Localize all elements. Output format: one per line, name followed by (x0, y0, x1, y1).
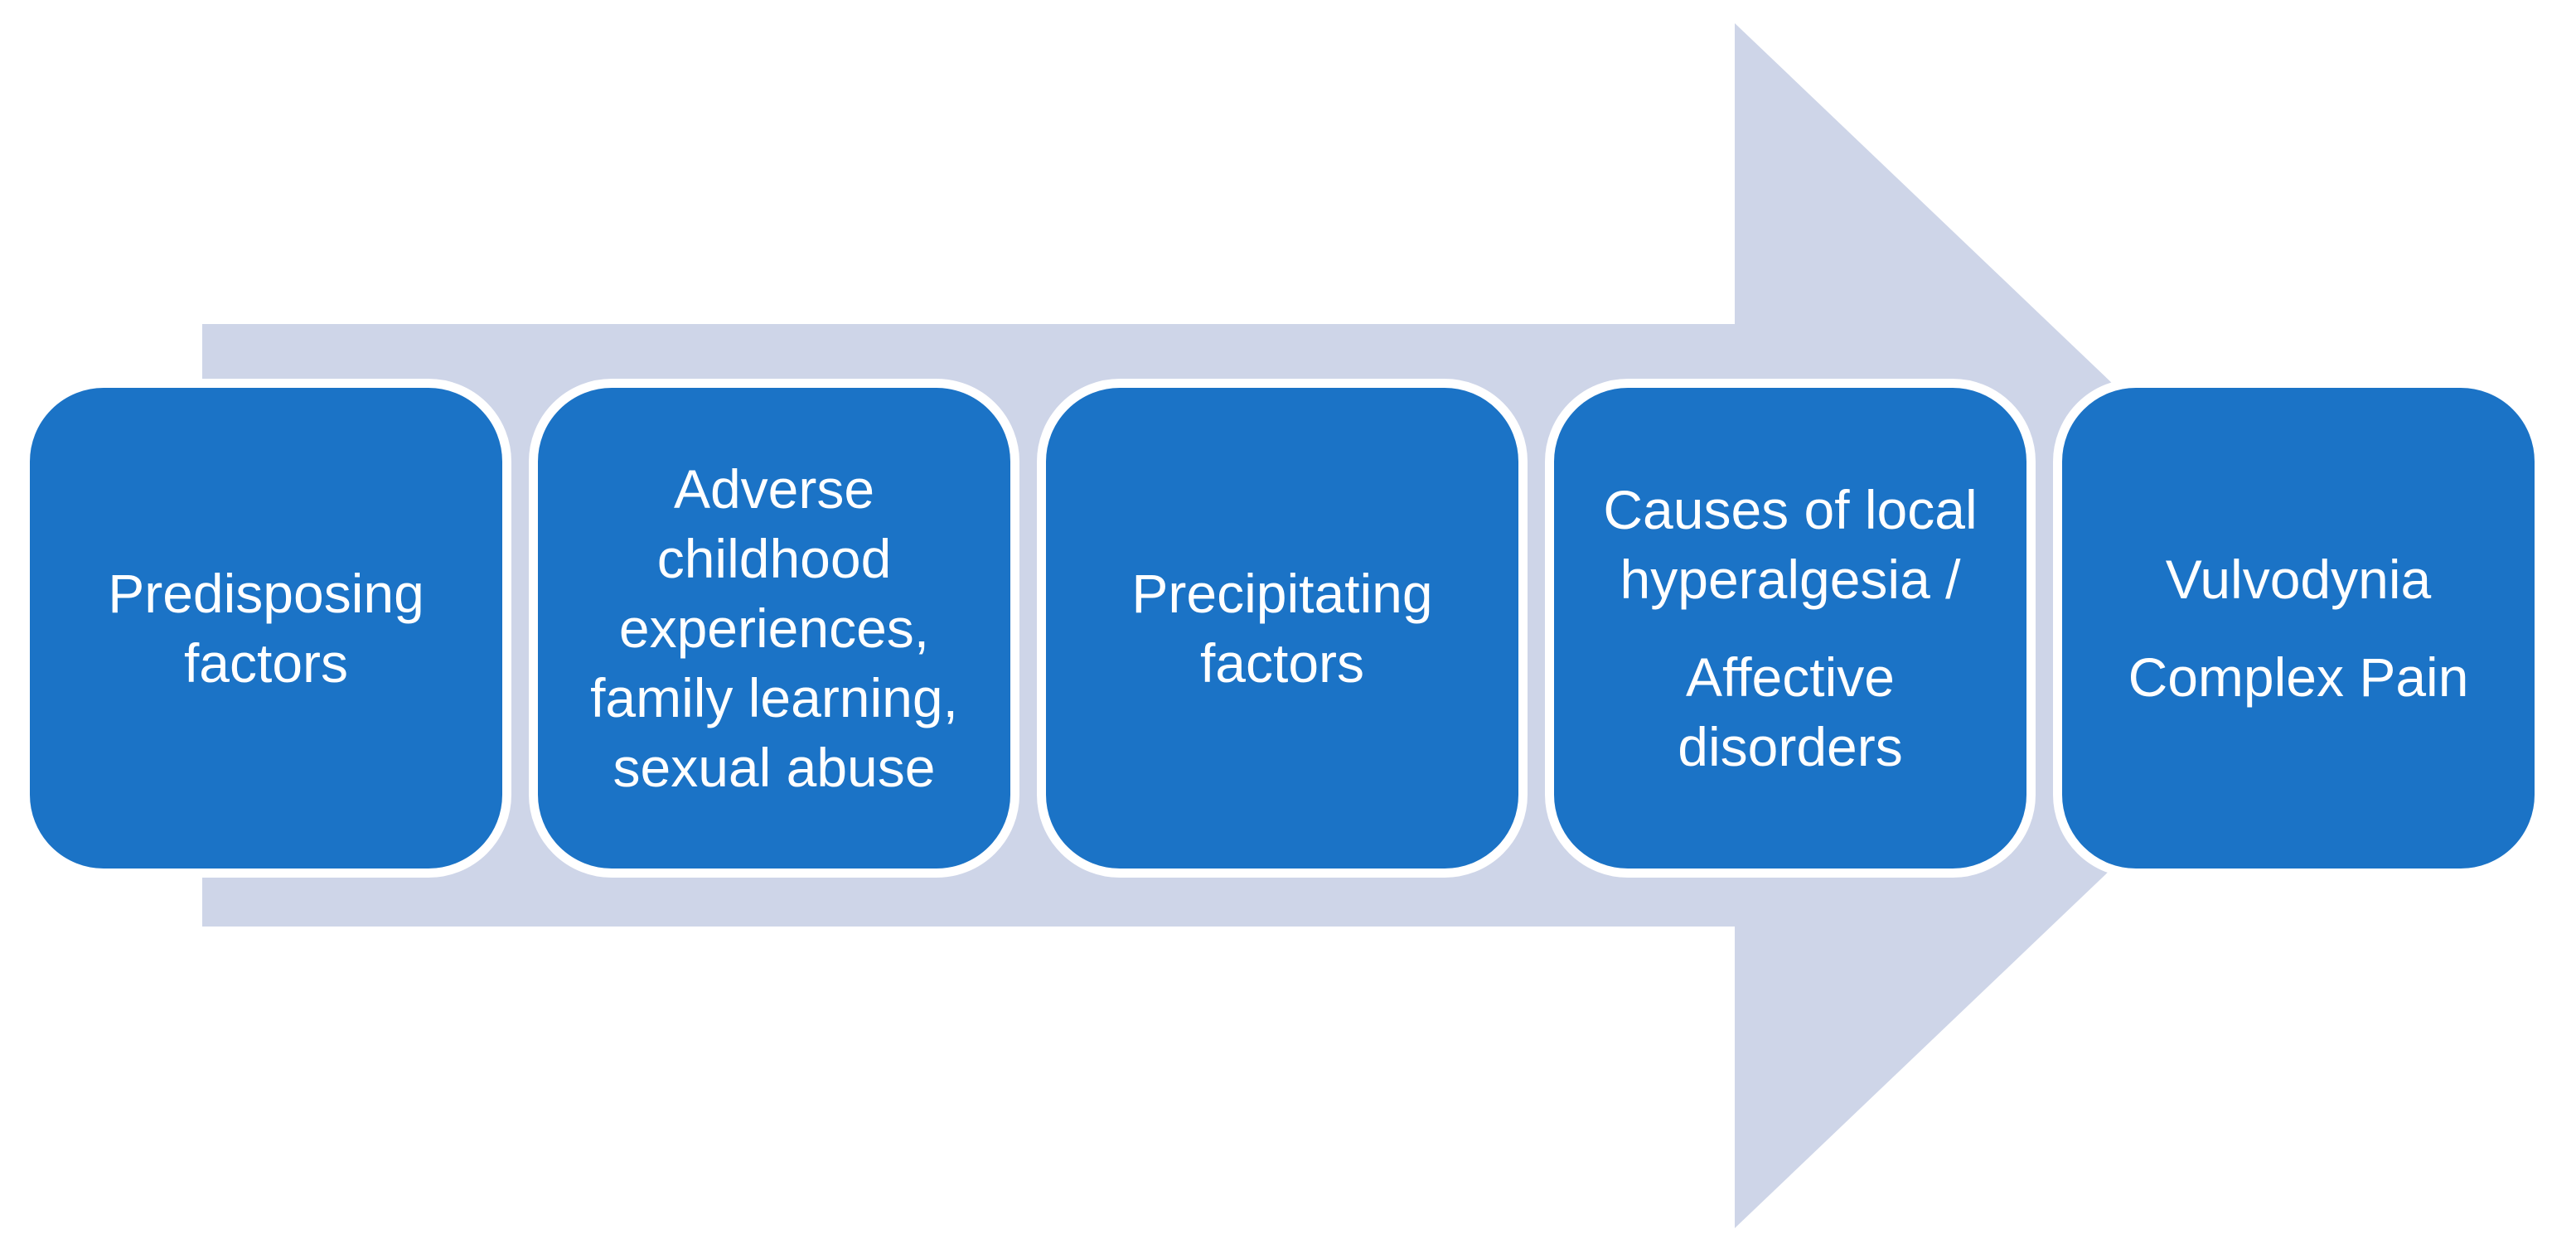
step-box-vulvodynia-complex-pain: Vulvodynia Complex Pain (2053, 379, 2544, 878)
step-text: Causes of local hyperalgesia / (1603, 479, 1978, 610)
step-text: Adverse childhood experiences, family le… (590, 458, 958, 798)
step-box-adverse-childhood-experiences: Adverse childhood experiences, family le… (529, 379, 1019, 878)
step-text: Affective disorders (1678, 646, 1903, 777)
step-text: Predisposing factors (108, 563, 424, 694)
step-text: Precipitating factors (1131, 563, 1433, 694)
step-text: Complex Pain (2128, 646, 2469, 708)
step-box-predisposing-factors: Predisposing factors (21, 379, 511, 878)
step-text: Vulvodynia (2165, 549, 2432, 610)
step-box-precipitating-factors: Precipitating factors (1037, 379, 1528, 878)
step-box-local-hyperalgesia-affective-disorders: Causes of local hyperalgesia / Affective… (1545, 379, 2036, 878)
